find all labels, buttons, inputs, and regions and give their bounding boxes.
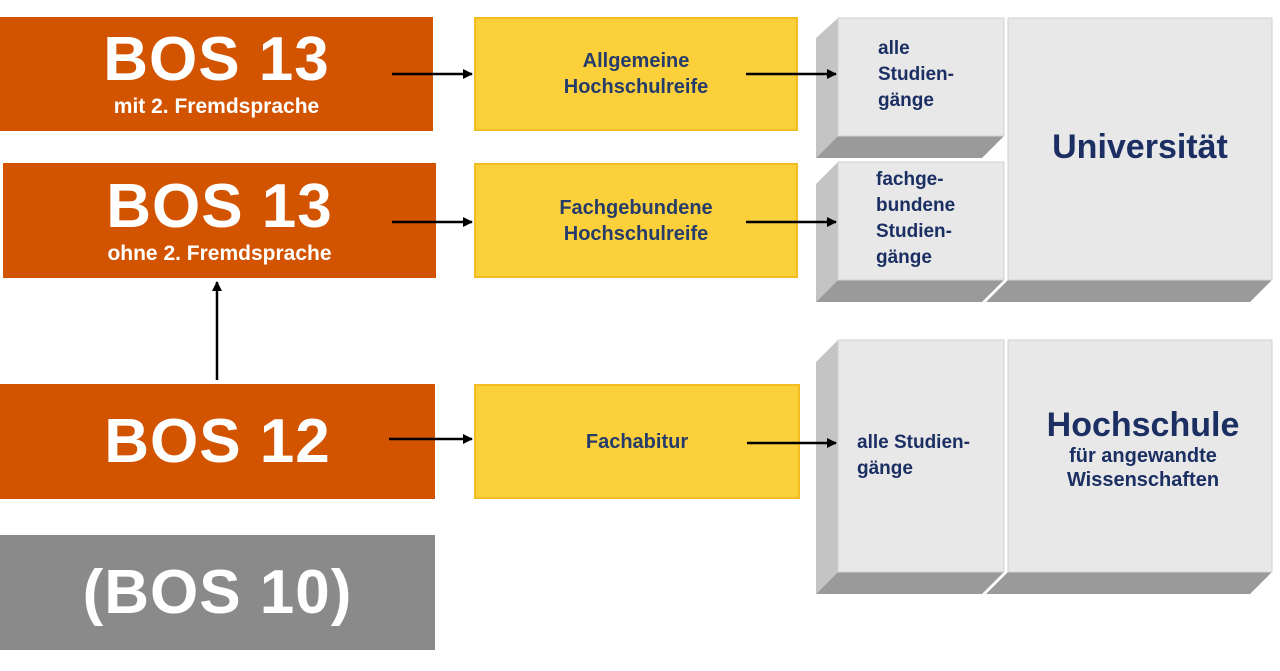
hochschule-label-group: Hochschule für angewandte Wissenschaften <box>1008 406 1278 492</box>
hochschule-sub-line: für angewandte <box>1069 445 1217 467</box>
bos13-subtitle: ohne 2. Fremdsprache <box>107 241 332 265</box>
university-label: Universität <box>1052 128 1228 166</box>
cert-fachabitur: Fachabitur <box>474 384 800 499</box>
block-hs-studies <box>816 339 1005 594</box>
bos13-subtitle: mit 2. Fremdsprache <box>113 95 320 118</box>
text-line: fachge- <box>876 169 944 190</box>
block-hochschule <box>986 339 1273 594</box>
bos13-title: BOS 13 <box>103 25 330 94</box>
cert-allgemeine-hochschulreife: Allgemeine Hochschulreife <box>474 17 798 131</box>
hochschule-sub-line: Wissenschaften <box>1066 469 1220 491</box>
bos13-title: BOS 13 <box>106 171 333 241</box>
bos10-title: (BOS 10) <box>82 557 353 627</box>
cert-line: Hochschulreife <box>563 222 709 245</box>
cert-line: Fachgebundene <box>559 196 713 219</box>
bos10-box: (BOS 10) <box>0 535 435 650</box>
text-line: bundene <box>876 195 956 216</box>
text-bound-studies: fachge- bundene Studien- gänge <box>876 167 996 271</box>
block-all-studies <box>816 17 1005 158</box>
cert-line: Hochschulreife <box>563 76 709 98</box>
hochschule-title: Hochschule <box>1046 406 1240 444</box>
cert-fachgebundene-hochschulreife: Fachgebundene Hochschulreife <box>474 163 798 278</box>
cert-line: Fachabitur <box>585 430 689 453</box>
text-line: Studien- <box>876 221 952 242</box>
block-bound-studies <box>816 161 1005 302</box>
bos12-box: BOS 12 <box>0 384 435 499</box>
text-line: gänge <box>878 90 934 111</box>
text-line: alle <box>878 38 910 59</box>
block-university <box>986 17 1273 302</box>
bos13-with-language-box: BOS 13 mit 2. Fremdsprache <box>0 17 433 131</box>
cert-line: Allgemeine <box>582 50 690 72</box>
text-line: gänge <box>857 458 913 479</box>
text-line: alle Studien- <box>857 432 970 453</box>
bos12-title: BOS 12 <box>104 406 331 476</box>
text-line: gänge <box>876 247 932 268</box>
bos13-without-language-box: BOS 13 ohne 2. Fremdsprache <box>3 163 436 278</box>
text-all-studies: alle Studien- gänge <box>878 36 998 114</box>
text-line: Studien- <box>878 64 954 85</box>
text-hs-studies: alle Studien- gänge <box>857 430 1002 482</box>
